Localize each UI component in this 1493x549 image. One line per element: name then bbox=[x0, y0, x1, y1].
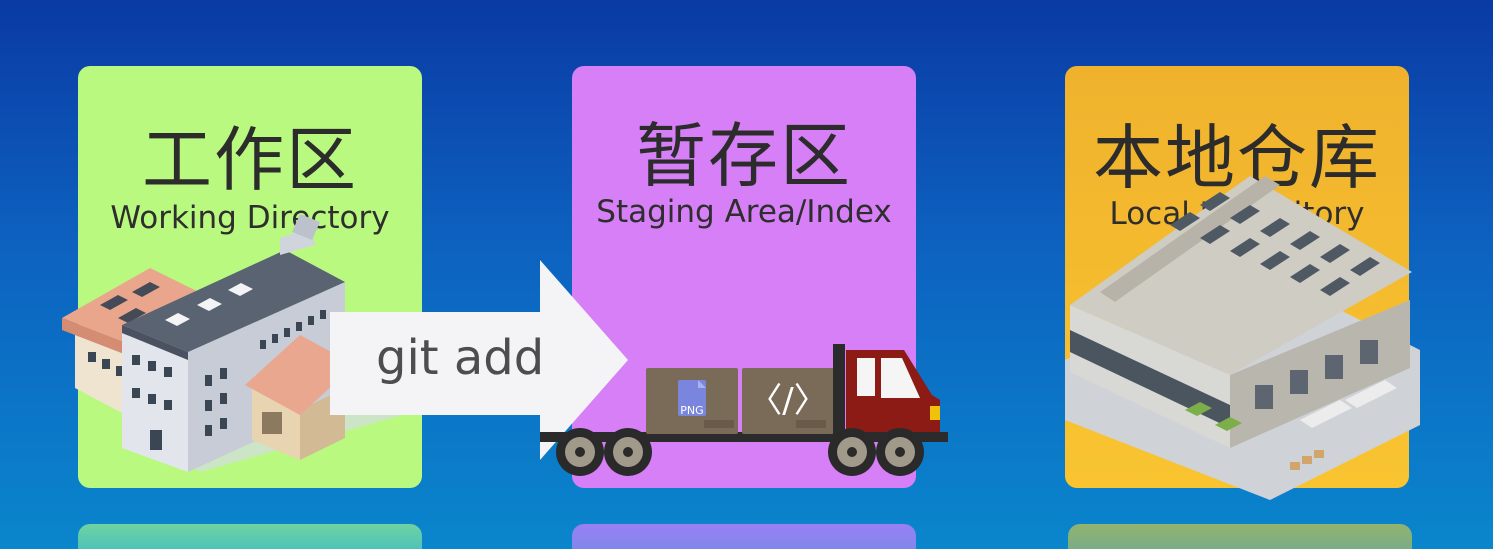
local-repository-reflection bbox=[1068, 524, 1412, 549]
git-add-label: git add bbox=[376, 330, 545, 386]
png-box-label: PNG bbox=[680, 404, 703, 417]
staging-area-reflection bbox=[572, 524, 916, 549]
staging-area-title: 暂存区 bbox=[636, 115, 852, 197]
staging-area-subtitle: Staging Area/Index bbox=[596, 194, 892, 230]
git-add-arrow-icon bbox=[330, 260, 628, 460]
working-directory-reflection bbox=[78, 524, 422, 549]
local-repository-title: 本地仓库 bbox=[1093, 117, 1381, 199]
delivery-truck-icon bbox=[540, 344, 948, 476]
code-box-symbol: 〈/〉 bbox=[748, 381, 827, 421]
working-directory-subtitle: Working Directory bbox=[110, 200, 390, 236]
warehouse-icon bbox=[1065, 176, 1420, 500]
working-directory-title: 工作区 bbox=[142, 119, 358, 201]
